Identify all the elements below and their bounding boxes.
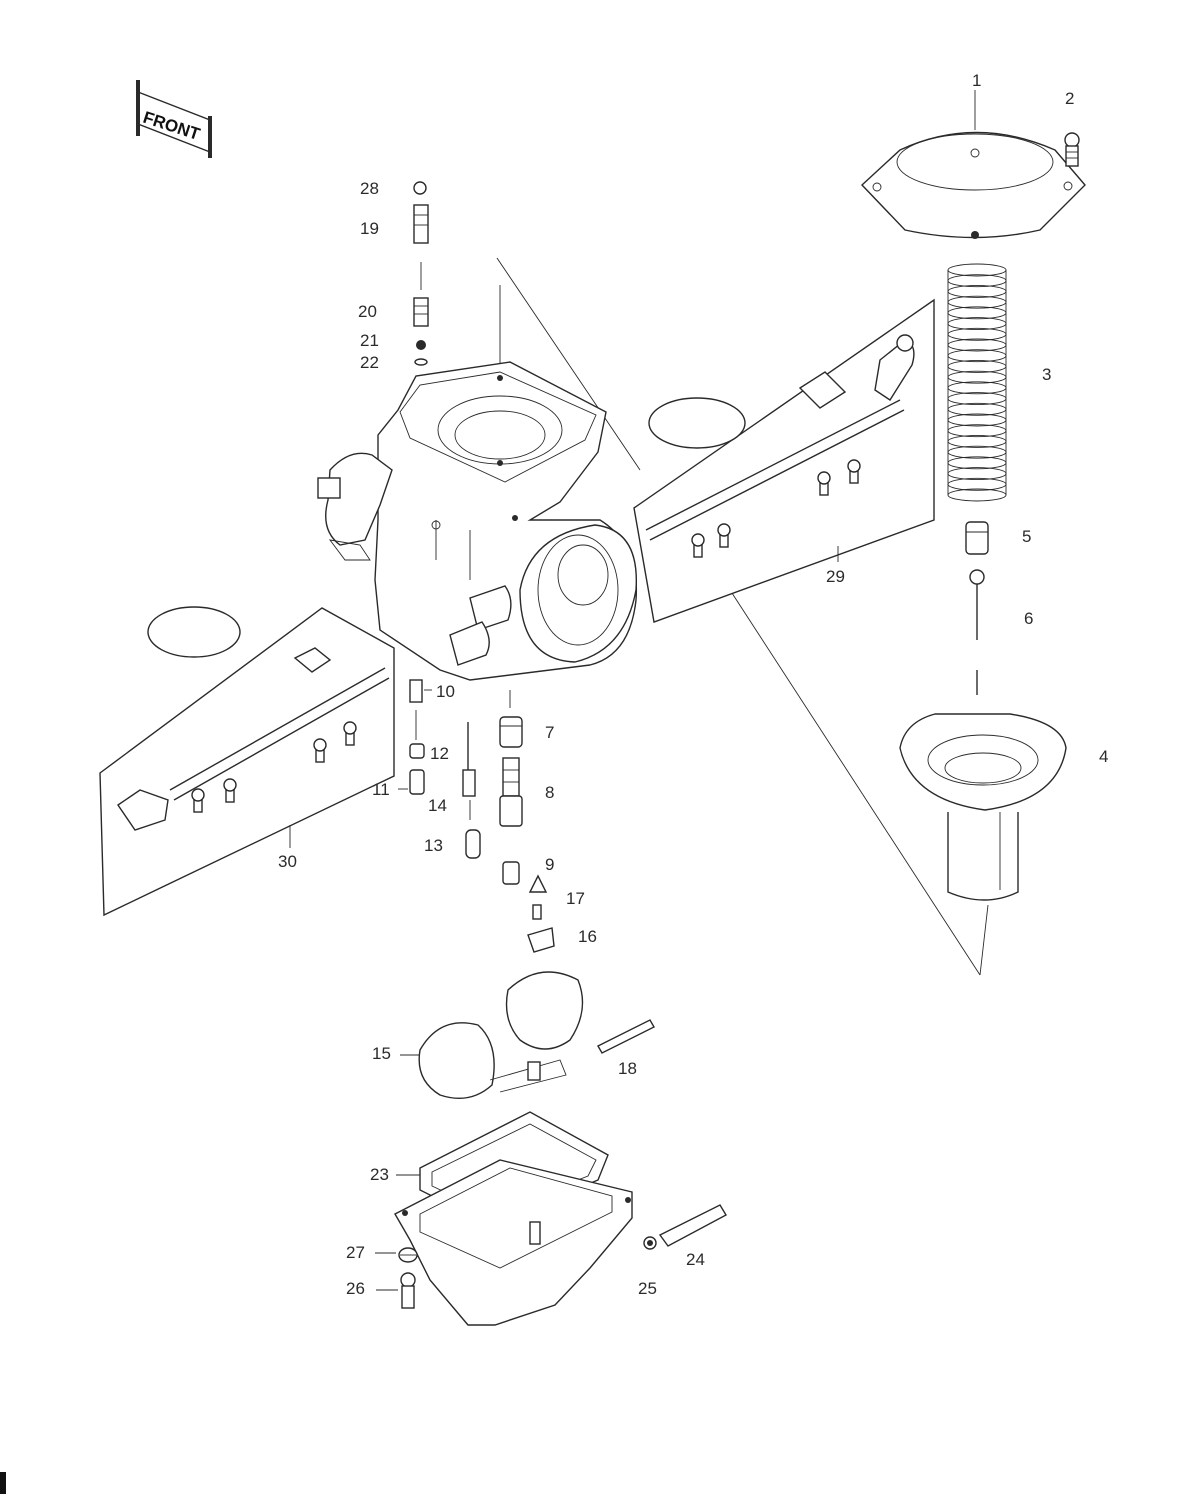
callout-24: 24 bbox=[686, 1250, 705, 1269]
spring-coil bbox=[947, 317, 1007, 331]
screw-icon bbox=[191, 788, 205, 802]
callout-4: 4 bbox=[1099, 747, 1109, 766]
spring-coil bbox=[947, 488, 1007, 502]
callout-22: 22 bbox=[360, 353, 379, 372]
float-bowl bbox=[394, 1111, 633, 1326]
callout-23: 23 bbox=[370, 1165, 389, 1184]
pilot-jet-stack bbox=[409, 679, 481, 859]
callout-29: 29 bbox=[826, 567, 845, 586]
page-edge-mark bbox=[0, 1472, 6, 1494]
callout-2: 2 bbox=[1065, 89, 1075, 108]
spring-coil bbox=[947, 424, 1007, 438]
jet-needle bbox=[969, 569, 985, 695]
spring-coil bbox=[947, 434, 1007, 448]
spring-coil bbox=[947, 477, 1007, 491]
spring bbox=[947, 263, 1007, 502]
spring-coil bbox=[947, 349, 1007, 363]
bowl-screws bbox=[398, 1247, 418, 1309]
detail-disc-30 bbox=[147, 606, 241, 658]
carburetor-body bbox=[317, 361, 638, 681]
screw-icon bbox=[847, 459, 861, 473]
spring-coil bbox=[947, 306, 1007, 320]
callout-19: 19 bbox=[360, 219, 379, 238]
callout-1: 1 bbox=[972, 71, 982, 90]
spring-coil bbox=[947, 402, 1007, 416]
callout-18: 18 bbox=[618, 1059, 637, 1078]
spring-coil bbox=[947, 274, 1007, 288]
spring-coil bbox=[947, 284, 1007, 298]
spring-coil bbox=[947, 392, 1007, 406]
callout-27: 27 bbox=[346, 1243, 365, 1262]
callout-26: 26 bbox=[346, 1279, 365, 1298]
callout-15: 15 bbox=[372, 1044, 391, 1063]
screw-icon bbox=[313, 738, 327, 752]
assembly-guide-lines bbox=[496, 257, 989, 976]
spring-coil bbox=[947, 413, 1007, 427]
callout-10: 10 bbox=[436, 682, 455, 701]
detail-disc-29 bbox=[648, 397, 746, 449]
screw-icon bbox=[717, 523, 731, 537]
callout-20: 20 bbox=[358, 302, 377, 321]
callout-12: 12 bbox=[430, 744, 449, 763]
callout-21: 21 bbox=[360, 331, 379, 350]
callout-3: 3 bbox=[1042, 365, 1052, 384]
float-assembly bbox=[418, 971, 655, 1099]
callout-7: 7 bbox=[545, 723, 555, 742]
callout-25: 25 bbox=[638, 1279, 657, 1298]
front-badge: FRONT bbox=[136, 80, 212, 158]
callout-14: 14 bbox=[428, 796, 447, 815]
callout-11: 11 bbox=[372, 780, 390, 799]
spring-coil bbox=[947, 263, 1007, 277]
callout-8: 8 bbox=[545, 783, 555, 802]
callout-30: 30 bbox=[278, 852, 297, 871]
vacuum-piston bbox=[899, 713, 1067, 901]
detail-plate-30 bbox=[99, 607, 395, 917]
main-jet-stack bbox=[499, 716, 555, 953]
spring-coil bbox=[947, 381, 1007, 395]
callout-16: 16 bbox=[578, 927, 597, 946]
needle-retainer bbox=[965, 521, 989, 555]
callout-leaders bbox=[375, 689, 432, 1291]
spring-coil bbox=[947, 445, 1007, 459]
drain-screw bbox=[643, 1204, 727, 1250]
screw-icon bbox=[223, 778, 237, 792]
pilot-screw-stack bbox=[413, 181, 429, 366]
callout-9: 9 bbox=[545, 855, 555, 874]
callout-17: 17 bbox=[566, 889, 585, 908]
spring-coil bbox=[947, 456, 1007, 470]
screw-icon bbox=[343, 721, 357, 735]
cover-screw bbox=[1064, 132, 1080, 167]
screw-icon bbox=[691, 533, 705, 547]
callout-13: 13 bbox=[424, 836, 443, 855]
callout-5: 5 bbox=[1022, 527, 1032, 546]
spring-coil bbox=[947, 370, 1007, 384]
screw-icon bbox=[817, 471, 831, 485]
carb-top-cover bbox=[861, 90, 1086, 239]
spring-coil bbox=[947, 338, 1007, 352]
detail-plate-29 bbox=[633, 298, 935, 623]
callout-28: 28 bbox=[360, 179, 379, 198]
spring-coil bbox=[947, 359, 1007, 373]
callout-6: 6 bbox=[1024, 609, 1034, 628]
spring-coil bbox=[947, 327, 1007, 341]
spring-coil bbox=[947, 295, 1007, 309]
spring-coil bbox=[947, 467, 1007, 481]
